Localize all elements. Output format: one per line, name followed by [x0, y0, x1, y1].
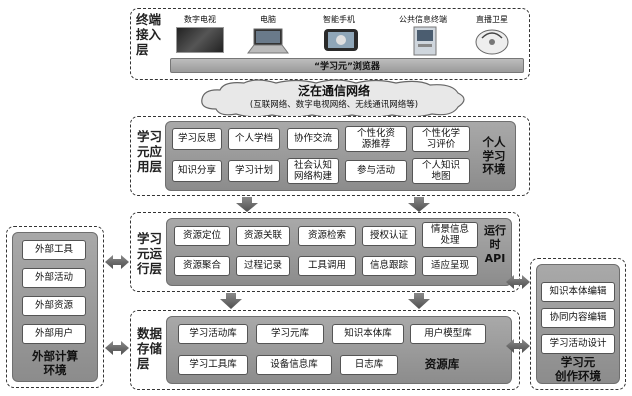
external-cell-resources: 外部资源	[22, 296, 86, 316]
external-cell-tools: 外部工具	[22, 240, 86, 260]
network-title: 泛在通信网络	[297, 84, 370, 98]
down-arrow-app-runtime-right	[408, 197, 430, 212]
runtime-cell-aggregate: 资源聚合	[174, 256, 230, 276]
down-arrow-runtime-storage-left	[220, 293, 242, 309]
network-subtitle: (互联网络、数字电视网络、无线通讯网络等)	[249, 100, 419, 110]
device-label-pc: 电脑	[260, 15, 276, 24]
runtime-cell-search: 资源检索	[298, 226, 356, 246]
runtime-cell-context: 情景信息 处理	[422, 222, 478, 248]
device-label-satellite: 直播卫星	[476, 15, 508, 24]
storage-cell-learning-cell-lib: 学习元库	[256, 324, 324, 344]
storage-cell-activity-lib: 学习活动库	[178, 324, 248, 344]
resource-repository-title: 资源库	[424, 357, 460, 371]
down-arrow-runtime-storage-right	[408, 293, 430, 309]
personal-learning-env-title: 个人 学习 环境	[482, 135, 506, 176]
app-cell-learning-eval: 个性化学 习评价	[412, 126, 470, 152]
runtime-cell-tracking: 信息跟踪	[362, 256, 416, 276]
storage-cell-user-model-lib: 用户模型库	[410, 324, 486, 344]
storage-cell-log-lib: 日志库	[340, 355, 398, 375]
storage-cell-tool-lib: 学习工具库	[178, 355, 248, 375]
external-cell-users: 外部用户	[22, 324, 86, 344]
storage-cell-device-lib: 设备信息库	[256, 355, 332, 375]
app-cell-learning-plan: 学习计划	[228, 160, 280, 182]
runtime-cell-record: 过程记录	[236, 256, 290, 276]
smartphone-image	[324, 29, 358, 51]
app-cell-knowledge-map: 个人知识 地图	[412, 158, 470, 184]
runtime-cell-link: 资源关联	[236, 226, 290, 246]
satellite-image	[475, 29, 509, 55]
runtime-cell-locate: 资源定位	[174, 226, 230, 246]
app-cell-reflection: 学习反思	[172, 128, 222, 150]
storage-layer-label: 数据 存储 层	[137, 326, 163, 371]
app-layer-label: 学习 元应 用层	[137, 129, 163, 174]
runtime-cell-auth: 授权认证	[362, 226, 416, 246]
app-cell-social-network: 社会认知 网络构建	[287, 158, 339, 184]
double-arrow-runtime-authoring	[506, 275, 530, 289]
authoring-env-title: 学习元 创作环境	[555, 355, 601, 383]
double-arrow-external-storage	[105, 341, 129, 355]
storage-cell-ontology-lib: 知识本体库	[332, 324, 404, 344]
runtime-layer-label: 学习 元运 行层	[137, 231, 163, 276]
runtime-cell-adaptive: 适应呈现	[422, 256, 478, 276]
runtime-cell-tool-call: 工具调用	[298, 256, 356, 276]
runtime-api-title: 运行 时 API	[484, 224, 506, 265]
device-label-tv: 数字电视	[184, 15, 216, 24]
down-arrow-app-runtime-left	[236, 197, 258, 212]
network-cloud-shape	[201, 79, 465, 118]
tv-image	[176, 27, 224, 53]
device-label-phone: 智能手机	[323, 15, 355, 24]
app-cell-collaboration: 协作交流	[287, 128, 339, 150]
app-cell-activity: 参与活动	[345, 160, 407, 182]
info-terminal-image	[413, 26, 437, 56]
authoring-cell-collab-edit: 协同内容编辑	[541, 308, 615, 328]
app-cell-resource-recommend: 个性化资 源推荐	[345, 126, 407, 152]
browser-label: “学习元”浏览器	[314, 62, 380, 72]
double-arrow-external-runtime	[105, 255, 129, 269]
terminal-layer-label: 终端 接入 层	[136, 12, 162, 57]
laptop-image	[247, 28, 289, 54]
authoring-cell-ontology-edit: 知识本体编辑	[541, 282, 615, 302]
external-cell-activities: 外部活动	[22, 268, 86, 288]
double-arrow-storage-authoring	[506, 339, 530, 353]
browser-bar	[170, 58, 524, 73]
app-cell-knowledge-share: 知识分享	[172, 160, 222, 182]
external-env-title: 外部计算 环境	[32, 349, 78, 377]
authoring-cell-activity-design: 学习活动设计	[541, 334, 615, 354]
device-label-kiosk: 公共信息终端	[399, 15, 447, 24]
app-cell-portfolio: 个人学档	[228, 128, 280, 150]
